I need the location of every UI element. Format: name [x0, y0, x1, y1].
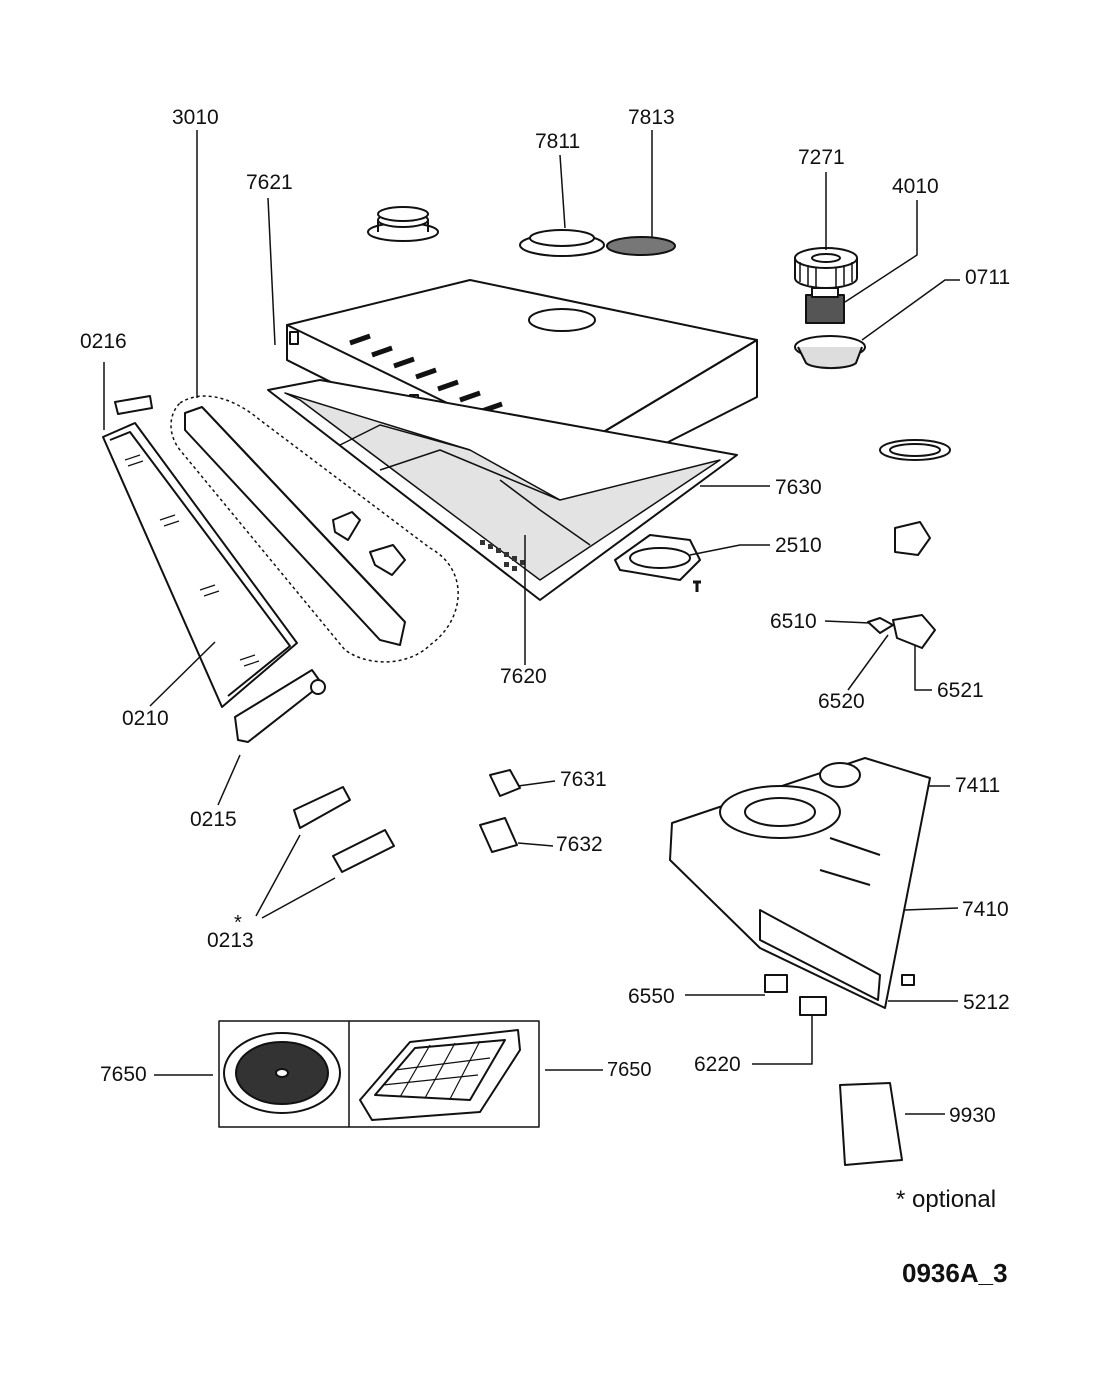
lampholder-6520 [892, 614, 936, 649]
callout-7621: 7621 [246, 171, 293, 194]
callout-0210: 0210 [122, 707, 169, 730]
callout-7650-left: 7650 [100, 1063, 147, 1086]
bulb-6510 [867, 617, 894, 634]
switch-6550 [764, 974, 788, 993]
optional-note: * optional [896, 1186, 997, 1213]
callout-6550: 6550 [628, 985, 675, 1008]
callout-7411: 7411 [955, 774, 1001, 797]
callout-6521: 6521 [937, 679, 984, 702]
optional-marker: * [234, 912, 242, 934]
screw [693, 580, 701, 592]
flap-7813 [606, 236, 676, 256]
drawing-code: 0936A_3 [902, 1258, 1008, 1288]
callout-9930: 9930 [949, 1104, 996, 1127]
callout-7630: 7630 [775, 476, 822, 499]
callout-7650-right: 7650 [607, 1059, 652, 1081]
clip-0216 [114, 395, 153, 415]
switch-6220 [799, 996, 827, 1016]
callout-7620: 7620 [500, 665, 547, 688]
flange-7811 [519, 229, 605, 257]
motor-4010 [805, 287, 845, 324]
callout-6520: 6520 [818, 690, 865, 713]
motor-housing-7410 [669, 757, 931, 1009]
clip-7632 [479, 817, 518, 853]
slider-b [369, 544, 406, 576]
lamp-cover [614, 534, 701, 581]
clip-7631 [489, 769, 521, 797]
callout-4010: 4010 [892, 175, 939, 198]
carbon-filters-box [218, 1020, 540, 1128]
callout-2510: 2510 [775, 534, 822, 557]
leader-lines [103, 130, 960, 1115]
key-0213b [332, 829, 395, 873]
hardware-bag-9930 [839, 1082, 903, 1166]
key-0213a [293, 786, 351, 829]
callout-7632: 7632 [556, 833, 603, 856]
glass-panel-0210 [102, 422, 298, 708]
callout-0213: 0213 [207, 929, 254, 952]
callout-7410: 7410 [962, 898, 1009, 921]
profile-0215 [234, 669, 323, 743]
motor-7271 [794, 247, 858, 289]
callout-0216: 0216 [80, 330, 127, 353]
callout-7813: 7813 [628, 106, 675, 129]
slider-a [332, 511, 361, 541]
lamp-cover-lens [629, 547, 691, 569]
callout-6220: 6220 [694, 1053, 741, 1076]
callout-0711: 0711 [965, 266, 1011, 289]
callout-5212: 5212 [963, 991, 1010, 1014]
switch-connector [894, 521, 931, 556]
callout-3010: 3010 [172, 106, 219, 129]
filter-tray [267, 379, 738, 601]
callout-6510: 6510 [770, 610, 817, 633]
callout-7631: 7631 [560, 768, 607, 791]
callout-7811: 7811 [535, 130, 581, 153]
callout-7271: 7271 [798, 146, 845, 169]
fan-0711 [794, 335, 866, 370]
callout-0215: 0215 [190, 808, 237, 831]
duct-collar [367, 206, 439, 242]
